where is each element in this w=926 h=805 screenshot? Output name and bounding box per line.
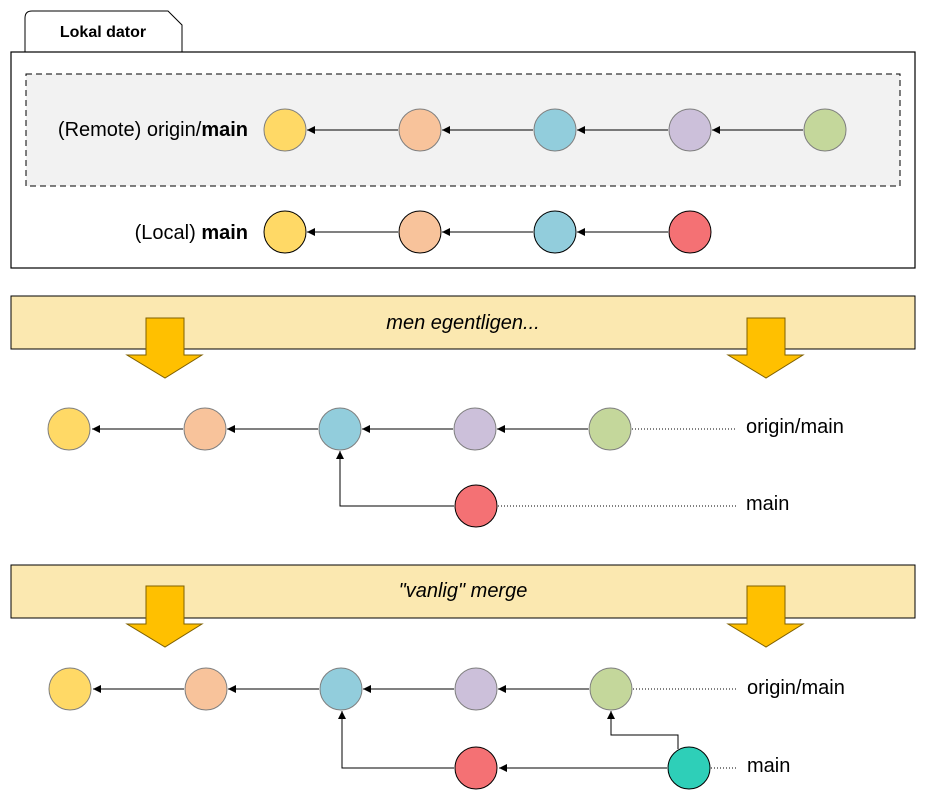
commit-node: [454, 484, 498, 528]
commit-node: [183, 407, 227, 451]
block-down-arrow-icon: [125, 317, 204, 379]
banner-1-text: men egentligen...: [386, 312, 539, 334]
banner-2-text: "vanlig" merge: [399, 580, 528, 602]
commit-node: [184, 667, 228, 711]
local-commit-chain: [263, 210, 712, 254]
remote-label: (Remote) origin/main: [58, 119, 248, 141]
commit-node: [668, 108, 712, 152]
commit-node: [263, 210, 307, 254]
merged-history: origin/main main: [48, 667, 845, 790]
branch-link: [338, 711, 454, 769]
commit-node: [454, 746, 498, 790]
commit-node: [48, 667, 92, 711]
commit-node: [668, 210, 712, 254]
banner-1: men egentligen...: [10, 295, 916, 379]
commit-node: [398, 108, 442, 152]
local-computer-tab: [24, 10, 183, 53]
origin-main-label: origin/main: [746, 416, 844, 438]
local-computer-tab-label: Lokal dator: [60, 24, 146, 41]
commit-node: [533, 108, 577, 152]
origin-main-label: origin/main: [747, 677, 845, 699]
banner-2: "vanlig" merge: [10, 564, 916, 648]
commit-node: [454, 667, 498, 711]
commit-node: [318, 407, 362, 451]
diverged-history: origin/main main: [47, 407, 844, 528]
main-label: main: [746, 493, 789, 515]
commit-node: [589, 667, 633, 711]
branch-link: [336, 451, 454, 507]
block-down-arrow-icon: [726, 317, 805, 379]
block-down-arrow-icon: [125, 585, 204, 648]
main-label: main: [747, 755, 790, 777]
commit-node: [588, 407, 632, 451]
merge-commit-node: [667, 746, 711, 790]
commit-node: [533, 210, 577, 254]
local-label: (Local) main: [135, 222, 248, 244]
merge-parent-link: [607, 711, 679, 749]
remote-commit-chain: [263, 108, 847, 152]
commit-node: [398, 210, 442, 254]
commit-node: [803, 108, 847, 152]
commit-node: [319, 667, 363, 711]
commit-node: [47, 407, 91, 451]
commit-node: [263, 108, 307, 152]
commit-node: [453, 407, 497, 451]
block-down-arrow-icon: [726, 585, 805, 648]
local-computer-panel: Lokal dator (Remote) origin/main (Local)…: [10, 10, 916, 269]
